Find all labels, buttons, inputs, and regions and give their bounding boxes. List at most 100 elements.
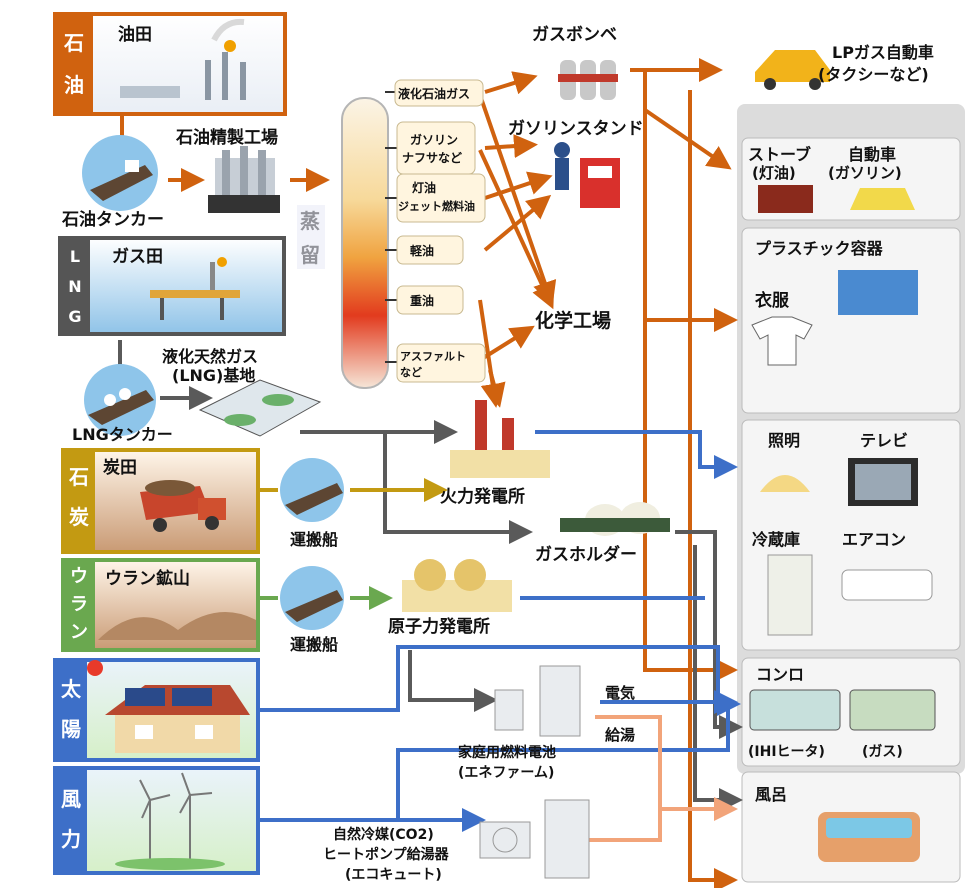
uranium-tag-3: ン [70,622,88,643]
uranium-ship-icon [280,566,344,630]
heatpump-label-1: 自然冷媒(CO2) [333,826,434,843]
fuel-cell-icon [494,665,581,737]
gas-stove-label: (ガス) [862,744,903,760]
wind-turbine-icon [115,772,225,870]
gas-field-label: ガス田 [112,247,163,267]
bathtub-icon [818,812,920,862]
car-label-1: 自動車 [848,145,896,164]
coal-tag-1: 石 [68,465,89,489]
uranium-source-panel: ウ ラ ン ウラン鉱山 [61,558,260,652]
fridge-label: 冷蔵庫 [752,530,800,549]
thermal-plant-label: 火力発電所 [440,486,525,507]
distillate-diesel: 軽油 [385,235,464,265]
distillate-label: ガソリン [410,132,458,147]
lpg-car-label-2: (タクシーなど) [818,65,929,84]
gas-cylinder-label: ガスボンベ [532,25,617,45]
plastic-container-icon [838,270,918,315]
refinery-icon [208,146,280,213]
distillation-column: 蒸 留 [297,97,389,389]
heater-icon [758,185,813,213]
stove-label-1: ストーブ [748,145,811,164]
lng-tag-3: G [68,307,81,326]
aircon-icon [841,569,933,601]
lng-base-icon [198,379,322,437]
nuclear-plant-label: 原子力発電所 [388,616,490,637]
lamp-icon [760,475,810,492]
distillate-label: 液化石油ガス [398,86,470,101]
lpg-car-icon [755,50,830,90]
distillate-label: 軽油 [410,243,434,258]
car-label-2: (ガソリン) [828,164,902,182]
gas-station-icon [554,142,620,208]
distillate-sublabel: ジェット燃料油 [398,199,475,213]
distillate-heavy-oil: 重油 [385,285,464,315]
distillate-lpg: 液化石油ガス [385,79,484,107]
lng-tag-2: N [68,277,81,296]
distillate-list: 液化石油ガス ガソリン ナフサなど 灯油 ジェット燃料油 軽油 重油 アスフ [385,79,486,383]
gas-station-label: ガソリンスタンド [508,119,644,139]
fuel-cell-label-2: (エネファーム) [458,765,554,781]
ih-heater-icon [749,689,841,731]
gas-stove-icon [849,689,936,731]
clothes-icon [751,316,813,366]
chemical-plant-label: 化学工場 [535,309,611,332]
lpg-car-label-1: LPガス自動車 [832,43,934,62]
oil-tanker-icon [82,135,158,211]
heatpump-icon [479,799,590,879]
refinery-label: 石油精製工場 [175,127,278,148]
distillate-kerosene: 灯油 ジェット燃料油 [385,173,486,223]
lng-base-label-2: (LNG)基地 [172,366,255,385]
uranium-ship-label: 運搬船 [290,635,338,654]
fridge-icon [767,554,813,636]
distillate-label: アスファルト [400,350,466,363]
nuclear-plant-icon [402,559,512,612]
lng-tanker-label: LNGタンカー [72,425,173,444]
electric-flow-arrows [258,430,741,832]
wind-tag-2: 力 [61,827,81,851]
oil-flow-arrows [120,58,738,892]
tv-label: テレビ [860,431,908,450]
distillate-label: 灯油 [412,180,436,195]
bath-label: 風呂 [755,785,787,804]
uranium-tag-2: ラ [70,594,88,615]
distillate-label: 重油 [410,293,434,308]
heatpump-label-3: (エコキュート) [345,867,442,883]
distillate-sublabel: など [400,366,422,379]
gas-holder-label: ガスホルダー [535,544,637,565]
lng-tag-1: L [70,247,80,266]
gas-platform-icon [150,257,240,320]
lng-base-label-1: 液化天然ガス [162,347,258,366]
uranium-mine-label: ウラン鉱山 [105,568,190,589]
distillate-gasoline: ガソリン ナフサなど [385,121,476,175]
electricity-label: 電気 [605,684,635,702]
hotwater-label: 給湯 [605,726,635,744]
coal-source-panel: 石 炭 炭田 [61,448,260,554]
ih-heater-label: (IHIヒータ) [748,744,825,760]
coal-tag-2: 炭 [69,505,89,529]
lng-source-panel: L N G ガス田 [58,236,286,336]
lighting-label: 照明 [768,431,800,450]
gas-cylinder-icon [558,60,618,100]
tv-icon [848,458,918,506]
oil-field-label: 油田 [118,24,152,45]
plastic-label: プラスチック容器 [755,239,884,258]
distillate-sublabel: ナフサなど [402,151,462,165]
clothes-label: 衣服 [755,290,790,311]
stove-cook-label: コンロ [756,665,804,684]
hotwater-flow-arrows [560,715,738,842]
thermal-plant-icon [450,400,550,478]
uranium-tag-1: ウ [70,566,88,587]
mountain-icon [98,612,256,640]
oil-tag-2: 油 [64,73,84,97]
distillate-asphalt: アスファルト など [385,343,486,383]
car-icon [850,188,915,210]
coal-ship-label: 運搬船 [290,530,338,549]
wind-tag-1: 風 [61,787,81,811]
wind-source-panel: 風 力 [53,766,260,875]
lng-tanker-icon [84,364,156,436]
fuel-cell-label-1: 家庭用燃料電池 [458,744,556,761]
coal-ship-icon [280,458,344,522]
oil-tanker-label: 石油タンカー [61,209,164,230]
